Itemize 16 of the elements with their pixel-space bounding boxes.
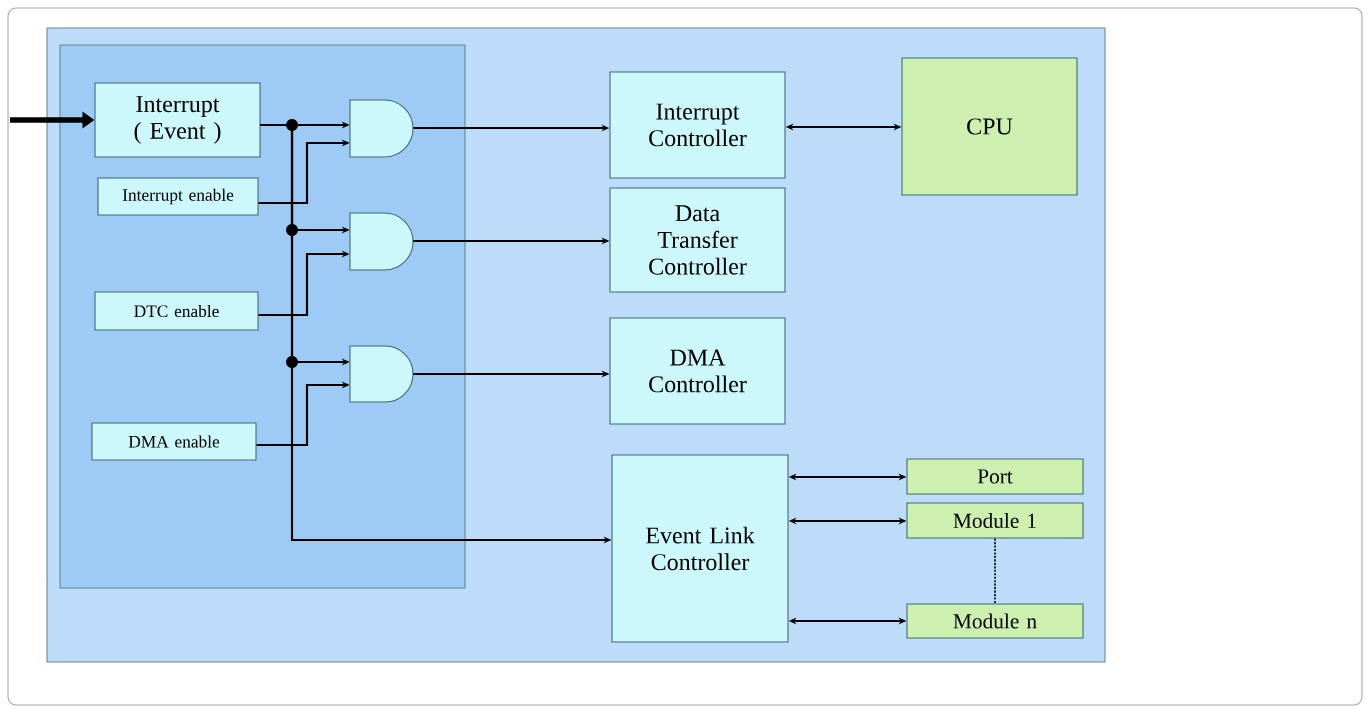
and-gate bbox=[349, 99, 414, 158]
enable-box: DTC enable bbox=[94, 291, 259, 331]
module-box: Module 1 bbox=[906, 502, 1084, 539]
and-gate bbox=[349, 212, 414, 271]
cpu-box: CPU bbox=[901, 57, 1078, 196]
dotted-line bbox=[994, 537, 996, 605]
and-gate bbox=[349, 345, 414, 403]
controller-box: Event Link Controller bbox=[611, 454, 789, 643]
module-box: Port bbox=[906, 458, 1084, 495]
module-box: Module n bbox=[906, 603, 1084, 639]
controller-box: DMA Controller bbox=[609, 317, 786, 425]
controller-box: Data Transfer Controller bbox=[609, 187, 786, 293]
process-box: Interrupt ( Event ) bbox=[94, 82, 261, 158]
enable-box: DMA enable bbox=[91, 422, 257, 461]
controller-box: Interrupt Controller bbox=[609, 71, 786, 179]
enable-box: Interrupt enable bbox=[97, 177, 259, 216]
